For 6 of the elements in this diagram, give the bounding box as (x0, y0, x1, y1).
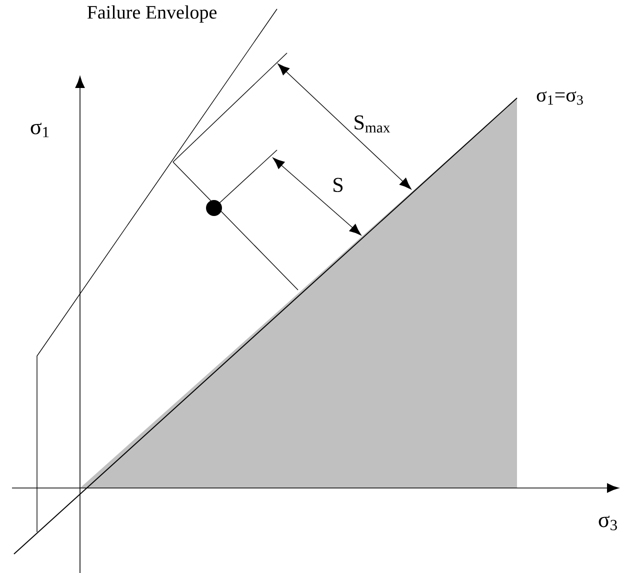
axis-label: σ$_{1}$=σ$_{3}$ (536, 91, 583, 105)
axis-label: σ$_{1}$ (30, 122, 49, 138)
axis-label: S$_{max}$ (354, 115, 390, 133)
axis-label: σ$_{3}$ (598, 516, 617, 530)
axis-label: S (334, 178, 343, 192)
axis-label: Failure Envelope (87, 5, 217, 23)
